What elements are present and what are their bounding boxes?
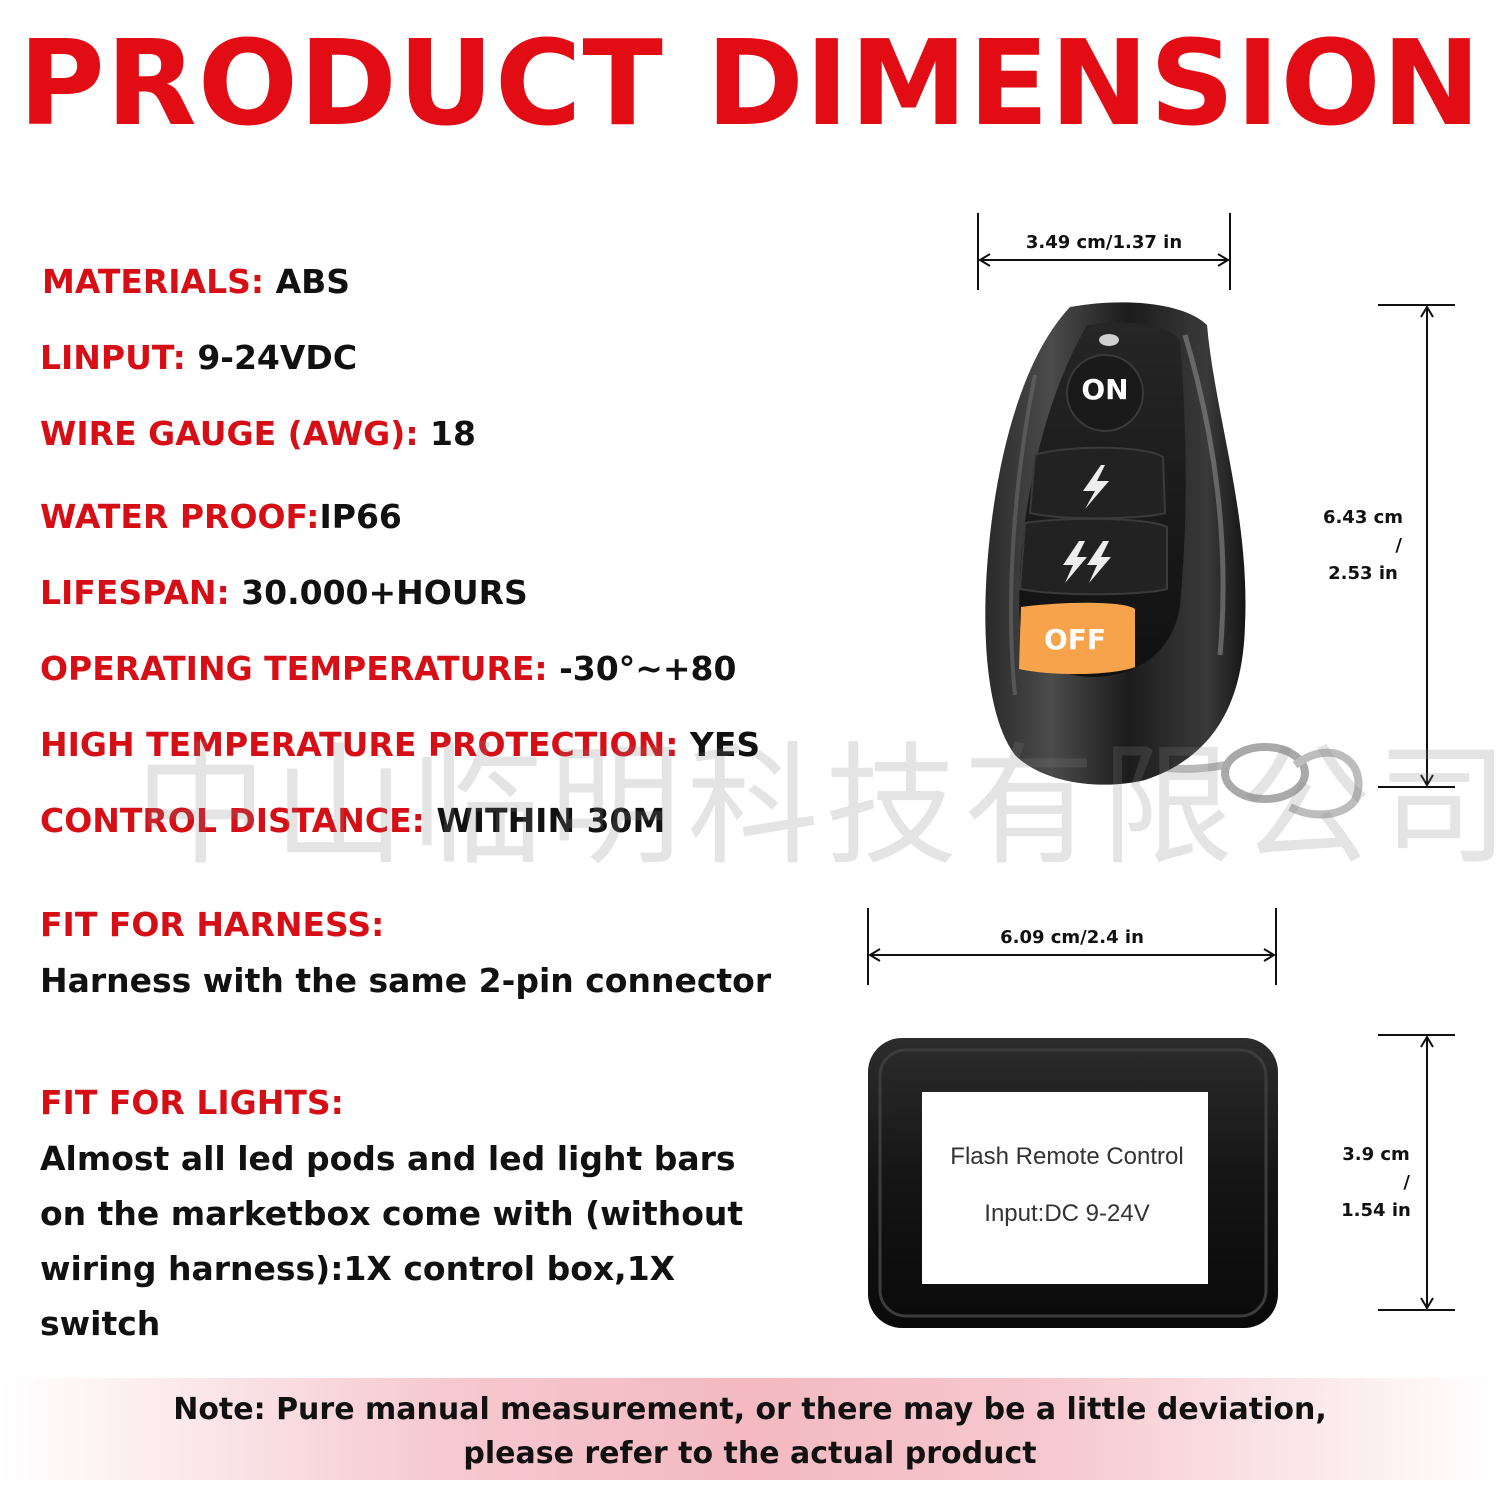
lights-line: wiring harness):1X control box,1X switch [40,1249,676,1343]
box-height-cm: 3.9 cm [1342,1144,1410,1165]
remote-fob-image [985,302,1363,819]
spec-value: -30°~+80 [559,649,737,688]
spec-wire-gauge: WIRE GAUGE (AWG): 18 [40,414,476,454]
harness-label: FIT FOR HARNESS: [40,905,385,944]
spec-value: ABS [275,262,351,301]
spec-key: CONTROL DISTANCE: [40,801,437,840]
spec-water-proof: WATER PROOF:IP66 [40,497,402,537]
spec-value: IP66 [319,497,402,536]
spec-operating-temperature: OPERATING TEMPERATURE: -30°~+80 [40,649,736,689]
box-width-label: 6.09 cm/2.4 in [1000,927,1144,948]
box-height-in: 1.54 in [1341,1200,1411,1221]
spec-value: WITHIN 30M [436,801,666,840]
note-banner: Note: Pure manual measurement, or there … [0,1378,1500,1480]
spec-key: HIGH TEMPERATURE PROTECTION: [40,725,690,764]
control-box-image [868,1038,1278,1328]
lights-label: FIT FOR LIGHTS: [40,1083,344,1122]
lights-text: Almost all led pods and led light bars o… [40,1131,800,1351]
spec-control-distance: CONTROL DISTANCE: WITHIN 30M [40,801,665,841]
spec-key: LIFESPAN: [40,573,242,612]
remote-height-in: 2.53 in [1328,563,1398,584]
spec-key: LINPUT: [40,338,198,377]
page-title: PRODUCT DIMENSION [18,14,1482,152]
remote-width-label: 3.49 cm/1.37 in [1025,232,1183,253]
remote-off-button-label: OFF [1043,623,1107,656]
remote-on-button-label: ON [1081,373,1129,406]
lights-line: Almost all led pods and led light bars [40,1139,736,1178]
spec-key: OPERATING TEMPERATURE: [40,649,560,688]
remote-height-label: 6.43 cm / 2.53 in [1310,504,1416,588]
spec-value: 30.000+HOURS [241,573,528,612]
control-box-label-line1: Flash Remote Control [950,1143,1184,1170]
spec-value: 9-24VDC [197,338,358,377]
note-line2: please refer to the actual product [463,1436,1037,1471]
spec-high-temp-protection: HIGH TEMPERATURE PROTECTION: YES [40,725,760,765]
box-height-label: 3.9 cm / 1.54 in [1328,1141,1424,1225]
spec-value: 18 [430,414,476,453]
watermark-text: 中山临明科技有限公司 [135,730,1500,884]
control-box-label-line2: Input:DC 9-24V [984,1200,1150,1227]
spec-materials: MATERIALS: ABS [42,262,350,302]
remote-height-sep: / [1395,535,1402,556]
spec-key: WATER PROOF: [40,497,320,536]
lights-line: on the marketbox come with (without [40,1194,744,1233]
spec-key: WIRE GAUGE (AWG): [40,414,431,453]
spec-lifespan: LIFESPAN: 30.000+HOURS [40,573,528,613]
note-line1: Note: Pure manual measurement, or there … [173,1392,1327,1427]
remote-height-cm: 6.43 cm [1322,507,1404,528]
spec-key: MATERIALS: [42,262,276,301]
spec-value: YES [689,725,761,764]
box-height-sep: / [1403,1172,1410,1193]
harness-text: Harness with the same 2-pin connector [40,961,772,1000]
spec-input: LINPUT: 9-24VDC [40,338,357,378]
